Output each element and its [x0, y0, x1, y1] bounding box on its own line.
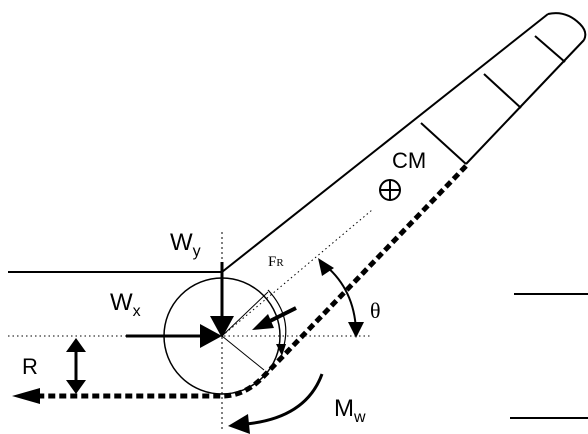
r-arrowhead-top	[66, 338, 86, 352]
radial-line-upper	[221, 291, 269, 337]
mw-arrow-arc	[245, 373, 324, 426]
mw-label: Mw	[334, 395, 366, 426]
r-label: R	[22, 354, 38, 379]
wx-label: Wx	[110, 289, 141, 320]
arm-segment-line-3	[420, 122, 467, 165]
fr-arrowhead	[252, 314, 274, 330]
theta-label: θ	[370, 298, 381, 323]
r-arrowhead-bottom	[66, 380, 86, 394]
cm-label: CM	[392, 148, 426, 173]
center-of-mass-symbol	[379, 179, 401, 201]
cm-reference-line	[221, 209, 373, 337]
arm-lower-edge	[465, 39, 585, 165]
arm-tip	[547, 12, 587, 41]
tendon-path	[28, 164, 468, 399]
theta-arrowhead-top	[318, 258, 334, 276]
wy-label: Wy	[170, 229, 201, 260]
wx-arrowhead	[200, 324, 222, 348]
arm-segment-line-2	[483, 73, 522, 109]
arm-body	[221, 12, 587, 273]
radial-line-lower	[221, 335, 265, 371]
arm-upper-edge	[221, 13, 549, 273]
joint-arc-arrowhead	[276, 344, 286, 356]
theta-arrowhead-bottom	[348, 322, 364, 338]
wy-arrowhead	[210, 316, 234, 338]
mw-arrowhead	[228, 414, 250, 434]
tendon-arrowhead	[12, 388, 40, 404]
arm-segment-line-1	[534, 35, 566, 63]
fr-label: FR	[268, 254, 284, 270]
